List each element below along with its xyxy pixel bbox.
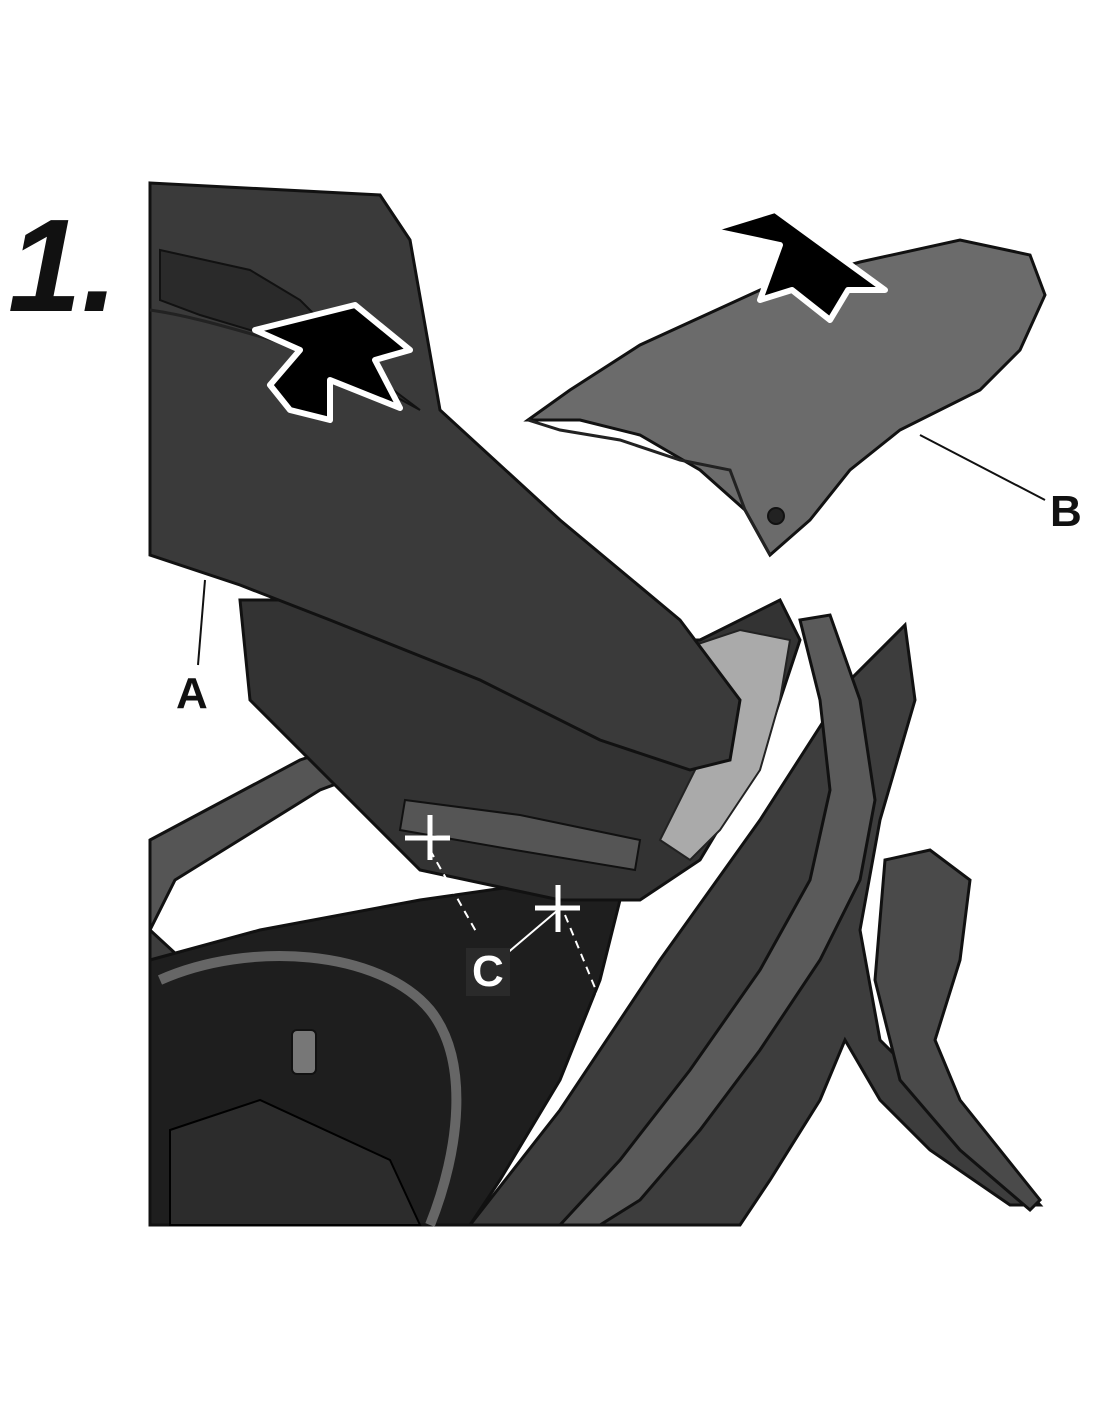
compartment-mat <box>169 1098 422 1226</box>
leader-line-c2 <box>504 909 559 956</box>
leader-line-c3 <box>564 914 601 1001</box>
callout-label-a: A <box>176 669 208 718</box>
rear-fender <box>873 848 1043 1213</box>
step-number: 1. <box>8 192 119 339</box>
arrow-up-icon <box>252 302 413 423</box>
callout-label-b: B <box>1050 487 1082 536</box>
right-frame-rail <box>556 613 877 1227</box>
callout-label-c: C <box>466 948 510 996</box>
gas-strut <box>398 798 642 872</box>
tail-cover-b <box>523 238 1047 558</box>
arrow-up-icon <box>707 207 888 323</box>
cross-mark-icon <box>535 885 580 932</box>
cover-b-underside-edge <box>527 418 772 556</box>
leader-line-b <box>919 434 1046 501</box>
cross-mark-icon <box>405 815 450 860</box>
compartment-latch <box>291 1029 317 1075</box>
rear-body-frame <box>148 621 1044 1227</box>
compartment-rim <box>157 951 462 1227</box>
leader-line-a <box>197 579 206 666</box>
leader-line-c1 <box>429 849 479 936</box>
cover-b-mounting-hole <box>767 507 785 525</box>
